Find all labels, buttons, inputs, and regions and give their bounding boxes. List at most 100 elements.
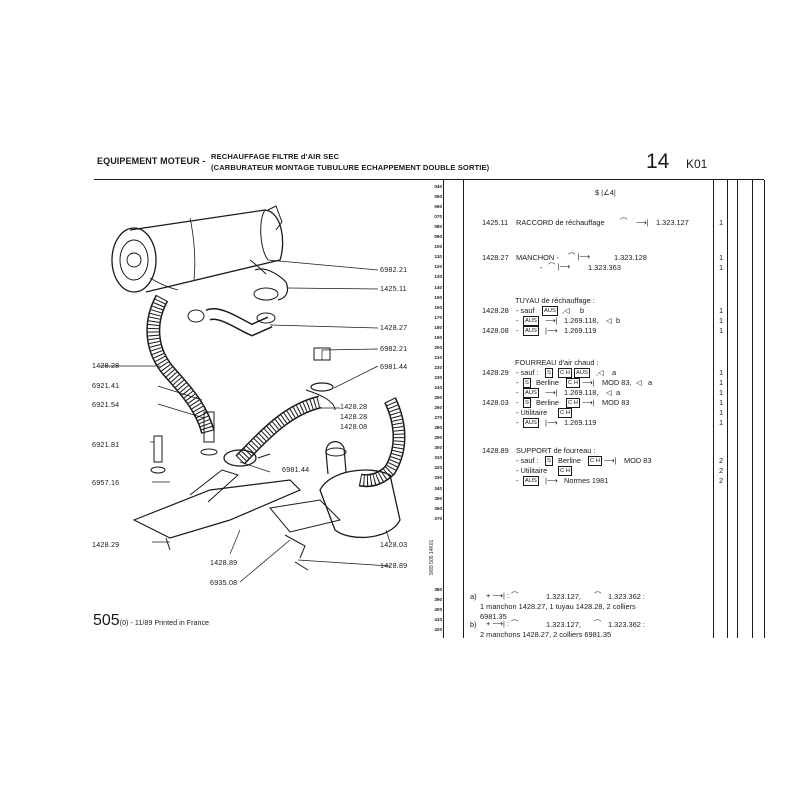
row-ref: 1428.08 <box>482 326 509 335</box>
line-number: 350 <box>434 495 442 501</box>
row-part-number: 1.269.119 <box>564 418 597 427</box>
label-1428-29: 1428.29 <box>92 540 120 549</box>
code-box: C H <box>558 466 572 476</box>
label-1428-89: 1428.89 <box>210 558 238 567</box>
label-6982-21: 6982.21 <box>380 265 408 274</box>
row-qty: 1 <box>718 418 724 427</box>
label-6935-08: 6935.08 <box>210 578 238 587</box>
row-model: MOD 83, <box>602 378 632 387</box>
subtitle-line-2: (CARBURATEUR MONTAGE TUBULURE ECHAPPEMEN… <box>211 163 490 172</box>
arrow-bar-icon: ⟶| <box>545 316 558 325</box>
row-part-number: 1.323.128 <box>614 253 647 262</box>
label-1428-28: 1428.28 <box>340 402 368 411</box>
footer: 505(0) - 11/89 Printed in France <box>93 612 209 630</box>
code-box: C H <box>588 456 602 466</box>
row-note: a <box>616 388 621 397</box>
line-number: 120 <box>434 264 442 270</box>
row-prefix: - <box>516 326 519 335</box>
row-description: Normes 1981 <box>564 476 609 485</box>
left-arrow-icon: ,◁ <box>596 368 604 377</box>
row-prefix: - <box>516 378 519 387</box>
curve-symbol-icon: ⌒ |⟶ <box>568 252 590 261</box>
row-prefix: - <box>516 388 519 397</box>
label-1428-03: 1428.03 <box>380 540 408 549</box>
line-number: 340 <box>434 485 442 491</box>
code-box: AUS <box>542 306 558 316</box>
raccord-connector <box>253 268 289 301</box>
line-number: 070 <box>434 214 442 220</box>
bar-arrow-icon: |⟶ <box>545 326 558 335</box>
line-number: 410 <box>434 617 442 623</box>
row-ref: 1428.89 <box>482 446 509 455</box>
code-box: AUS <box>523 326 539 336</box>
top-mark: $ |∠4| <box>595 188 616 197</box>
row-prefix: - <box>540 263 543 272</box>
row-qty: 1 <box>718 326 724 335</box>
exhaust-silencer <box>269 441 401 571</box>
code-box: AUS <box>523 388 539 398</box>
row-qty: 1 <box>718 253 724 262</box>
code-box: S <box>523 398 531 408</box>
note-b-parts: 1.323.127, <box>546 620 581 629</box>
row-prefix: - <box>516 418 519 427</box>
label-6981-44: 6981.44 <box>282 465 310 474</box>
code-box: S <box>523 378 531 388</box>
line-number: 180 <box>434 324 442 330</box>
section-heading: FOURREAU d'air chaud : <box>515 358 599 367</box>
line-number: 260 <box>434 405 442 411</box>
section-code: K01 <box>686 157 708 171</box>
row-qty: 1 <box>718 306 724 315</box>
section-heading: TUYAU de réchauffage : <box>515 296 595 305</box>
line-number: 160 <box>434 304 442 310</box>
line-number: 170 <box>434 314 442 320</box>
line-number: 150 <box>434 294 442 300</box>
label-1428-08: 1428.08 <box>340 422 368 431</box>
row-qty: 1 <box>718 263 724 272</box>
note-b-parts-2: 1.323.362 : <box>608 620 645 629</box>
note-a-line-2: 1 manchon 1428.27, 1 tuyau 1428.28, 2 co… <box>480 602 636 611</box>
line-number: 230 <box>434 374 442 380</box>
section-title: EQUIPEMENT MOTEUR - <box>97 156 206 166</box>
row-description: - sauf <box>516 306 535 315</box>
row-description: Berline <box>536 378 560 387</box>
row-description: MANCHON - <box>516 253 559 262</box>
line-number: 400 <box>434 607 442 613</box>
line-number: 080 <box>434 224 442 230</box>
line-number: 280 <box>434 425 442 431</box>
row-part-number: 1.269.119 <box>564 326 597 335</box>
row-description: - Utilitaire <box>516 466 548 475</box>
line-number: 100 <box>434 244 442 250</box>
row-ref: 1428.29 <box>482 368 509 377</box>
line-number: 090 <box>434 234 442 240</box>
label-1425-11: 1425.11 <box>380 284 407 293</box>
subtitle-line-1: RECHAUFFAGE FILTRE d'AIR SEC <box>211 152 340 161</box>
line-number: 380 <box>434 587 442 592</box>
manchon-elbow <box>187 308 276 337</box>
row-qty: 2 <box>718 476 724 485</box>
line-number: 360 <box>434 505 442 511</box>
leader-lines <box>100 259 391 583</box>
line-number: 060 <box>434 204 442 210</box>
row-description: Berline <box>558 456 582 465</box>
clamp <box>223 449 271 467</box>
label-6981-44: 6981.44 <box>380 362 408 371</box>
heat-shield-1428-29 <box>132 469 302 551</box>
label-6982-21: 6982.21 <box>380 344 408 353</box>
column-rule <box>764 180 765 638</box>
row-prefix: - <box>516 398 519 407</box>
arrow-bar-icon: ⟶| <box>582 398 595 407</box>
line-number: 240 <box>434 385 442 390</box>
row-qty: 1 <box>718 316 724 325</box>
code-box: AUS <box>574 368 590 378</box>
line-number: 270 <box>434 415 442 421</box>
row-qty: 1 <box>718 378 724 387</box>
line-number: 420 <box>434 627 442 633</box>
row-ref: 1425.11 <box>482 218 509 227</box>
curve-symbol-icon: ⌒ <box>620 217 628 226</box>
row-ref: 1428.28 <box>482 306 509 315</box>
plus-arrow-icon: + ⟶| : ⌒ <box>486 591 519 600</box>
row-note: a <box>648 378 653 387</box>
label-1428-89: 1428.89 <box>380 561 408 570</box>
line-number: 200 <box>434 344 442 350</box>
code-box: AUS <box>523 418 539 428</box>
